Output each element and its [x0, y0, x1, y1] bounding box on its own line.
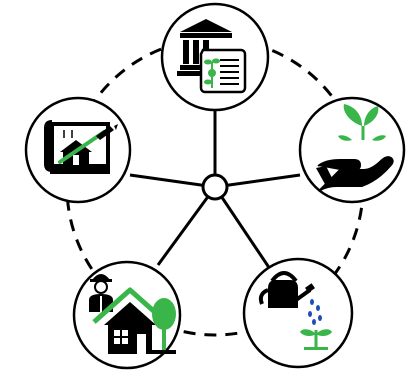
spoke-right: [214, 173, 301, 189]
hub-node: [201, 173, 229, 201]
node-top: [160, 2, 270, 112]
node-left: [24, 96, 132, 204]
builder-house-tree-icon: [89, 274, 176, 354]
watering-can-plant-icon: [258, 271, 332, 350]
hand-holding-plant-icon: [316, 104, 394, 191]
node-bottom-left: [72, 260, 182, 370]
spoke-bottom-left: [156, 186, 217, 266]
spoke-bottom-right: [213, 186, 274, 273]
spokes: [129, 105, 301, 273]
node-right: [298, 96, 406, 204]
spoke-left: [129, 173, 216, 189]
house-blueprint-icon: [44, 120, 118, 174]
node-bottom-right: [242, 257, 354, 369]
government-building-document-icon: [177, 19, 247, 94]
